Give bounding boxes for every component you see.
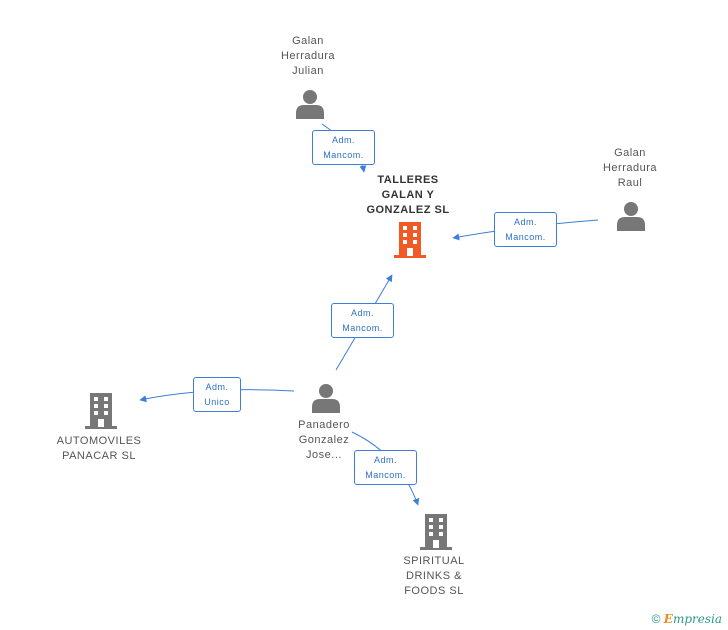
person-jose-label[interactable]: Panadero Gonzalez Jose...: [298, 419, 350, 461]
company-automoviles-label[interactable]: AUTOMOVILES PANACAR SL: [56, 435, 142, 462]
relation-label-jose-automoviles[interactable]: Adm. Unico: [193, 377, 241, 412]
person-icon[interactable]: [617, 201, 645, 231]
empresia-watermark: © Empresia: [652, 612, 722, 626]
relation-label-jose-spiritual[interactable]: Adm. Mancom.: [354, 450, 417, 485]
person-raul-label[interactable]: Galan Herradura Raul: [602, 147, 658, 189]
building-icon[interactable]: [420, 514, 452, 550]
person-icon[interactable]: [296, 89, 324, 119]
building-icon[interactable]: [85, 393, 117, 429]
relation-label-raul[interactable]: Adm. Mancom.: [494, 212, 557, 247]
building-icon[interactable]: [394, 222, 426, 258]
person-julian-label[interactable]: Galan Herradura Julian: [280, 35, 336, 77]
brand-name: Empresia: [663, 612, 722, 626]
relation-label-julian[interactable]: Adm. Mancom.: [312, 130, 375, 165]
copyright-symbol: ©: [651, 612, 661, 626]
company-spiritual-label[interactable]: SPIRITUAL DRINKS & FOODS SL: [403, 555, 465, 597]
person-icon[interactable]: [312, 383, 340, 413]
relation-label-jose-main[interactable]: Adm. Mancom.: [331, 303, 394, 338]
main-company-label[interactable]: TALLERES GALAN Y GONZALEZ SL: [366, 174, 450, 216]
